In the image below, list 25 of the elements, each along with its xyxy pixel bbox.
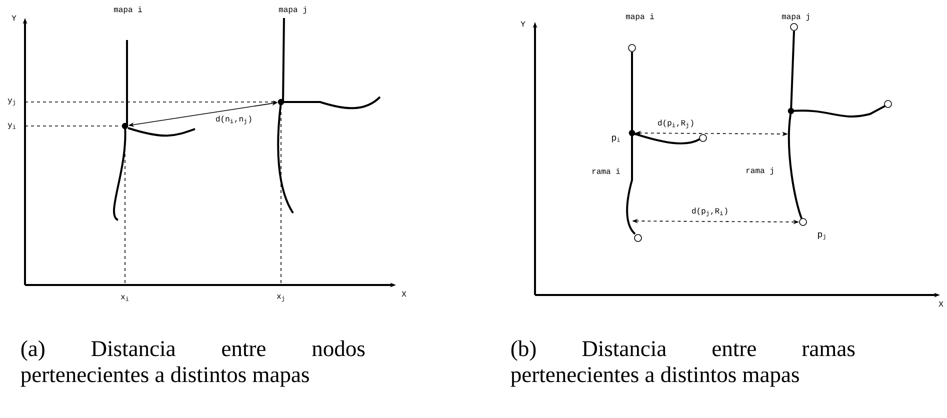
map-node bbox=[799, 218, 807, 226]
map-label: mapa i bbox=[626, 13, 654, 21]
edge-label: d(n$_{i}$,n$_{j}$) bbox=[216, 116, 252, 124]
tick-label: y$_{i}$ bbox=[8, 123, 16, 129]
node-label: p$_{j}$ bbox=[818, 232, 826, 240]
axis-label: Y bbox=[520, 21, 526, 27]
tick-label: y$_{j}$ bbox=[8, 98, 15, 106]
caption: (b) Distancia entre ramas pertenecientes a distintos mapas bbox=[510, 340, 855, 387]
branch-label: rama j bbox=[746, 167, 773, 175]
map-node bbox=[788, 108, 794, 114]
caption: (a) Distancia entre nodos pertenecientes a distintos mapas bbox=[20, 340, 365, 387]
map-branch bbox=[788, 114, 802, 219]
axis-label: X bbox=[402, 291, 406, 297]
node-label: p$_{i}$ bbox=[612, 136, 620, 142]
map-label: mapa j bbox=[782, 13, 809, 21]
axis-label: X bbox=[938, 301, 944, 307]
edge-label: d(p$_{j}$,R$_{i}$) bbox=[692, 208, 728, 216]
map-node bbox=[628, 130, 636, 136]
branch-label: rama i bbox=[592, 168, 620, 174]
axis-label: Y bbox=[12, 15, 16, 21]
tick-label: x$_{j}$ bbox=[276, 294, 284, 302]
map-label: mapa j bbox=[279, 6, 306, 14]
map-label: mapa i bbox=[114, 6, 142, 14]
edge-label: d(p$_{i}$,R$_{j}$) bbox=[658, 120, 694, 128]
tick-label: x$_{i}$ bbox=[120, 295, 129, 301]
